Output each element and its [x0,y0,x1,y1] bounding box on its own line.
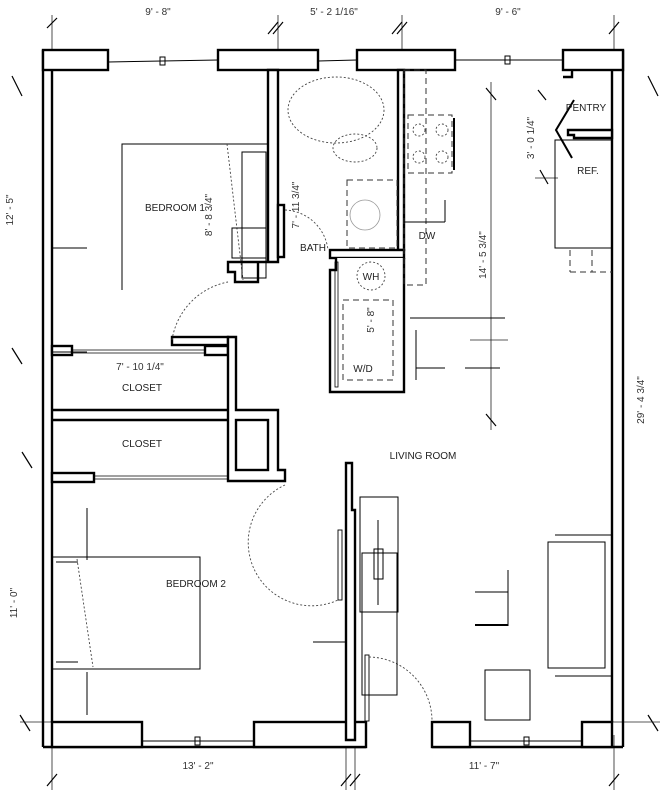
kitchen-counter [403,69,427,286]
doors [171,99,575,721]
toilet [332,133,378,163]
partition-wall [344,461,357,742]
refrigerator [554,139,613,249]
window-latch [159,56,166,66]
bottom-wall-segment [50,720,144,749]
room-label-wh: WH [363,272,380,283]
room-label-ref: REF. [577,166,599,177]
dim-bath: 7' - 11 3/4" [291,181,302,228]
chair [484,669,531,721]
pentry-door [554,99,575,159]
water-heater [356,261,386,291]
dim-top-1: 9' - 8" [145,7,171,18]
entry-door-swing [368,656,433,721]
dim-pentry: 3' - 0 1/4" [526,116,537,159]
fixtures [51,69,613,721]
dim-closet: 7' - 10 1/4" [116,362,164,373]
laundry-closet-wall [328,258,406,394]
bathtub [287,76,385,144]
room-label-closet1: CLOSET [122,383,162,394]
top-wall-segment [561,48,625,72]
room-label-wd: W/D [353,364,372,375]
room-label-bedroom2: BEDROOM 2 [166,579,226,590]
bedroom1-east-wall [226,68,280,284]
room-label-pentry: PENTRY [566,103,607,114]
sink [349,199,381,231]
room-label-closet2: CLOSET [122,439,162,450]
bed2 [51,556,201,670]
dim-bedroom1: 8' - 8 3/4" [204,193,215,236]
tv-stand [359,496,399,613]
top-wall-segment [41,48,110,72]
washer-dryer [342,299,394,381]
bottom-wall-segment [430,720,472,749]
bath-south-wall [328,248,406,260]
windows [107,55,582,746]
stove [407,114,453,174]
bedroom2-door-swing [247,484,339,607]
dim-right: 29' - 4 3/4" [636,376,647,424]
dim-bottom-1: 13' - 2" [182,761,213,772]
room-label-bedroom1: BEDROOM 1 [145,203,205,214]
dim-left-lower: 11' - 0" [9,587,20,618]
closet-box [234,418,270,472]
sofa [547,541,606,669]
dimension-lines [11,15,660,790]
top-wall-segment [216,48,320,72]
room-label-living: LIVING ROOM [390,451,457,462]
dim-top-2: 5' - 2 1/16" [310,7,358,18]
dim-kitchen: 14' - 5 3/4" [478,231,489,279]
nightstand [231,227,267,259]
bedroom1-door-swing [171,281,229,341]
dim-left-upper: 12' - 5" [5,194,16,225]
room-label-dw: DW [419,231,436,242]
dim-bottom-2: 11' - 7" [469,761,500,772]
dim-laundry: 5' - 8" [366,307,377,333]
room-label-bath: BATH [300,243,326,254]
bed1 [121,143,268,290]
vanity [346,179,398,249]
bath-door-swing [284,209,329,251]
top-wall-segment [355,48,457,72]
dim-top-3: 9' - 6" [495,7,521,18]
bottom-wall-segment [580,720,614,749]
